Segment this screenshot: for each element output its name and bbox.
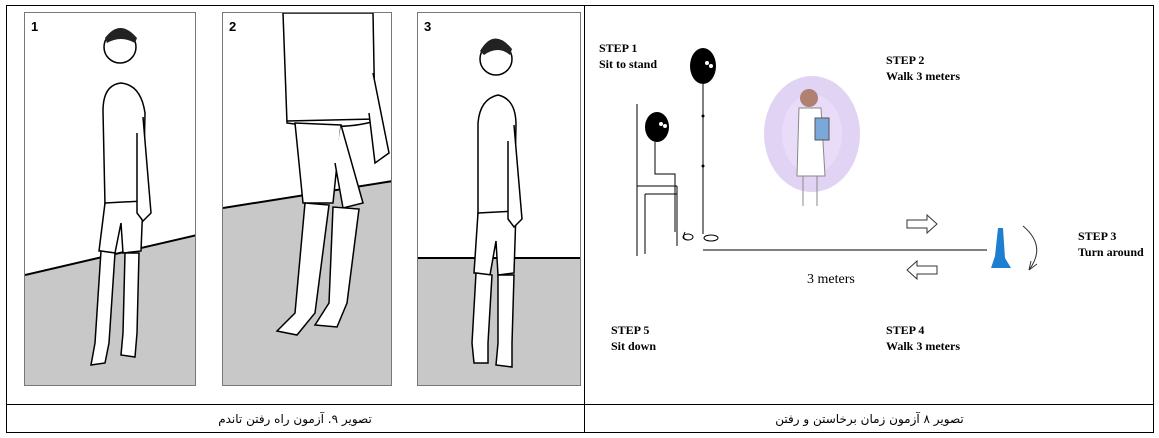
step-2-label: STEP 2 Walk 3 meters (886, 52, 960, 84)
cone-icon (991, 228, 1011, 268)
step-1-label: STEP 1 Sit to stand (599, 40, 657, 72)
tandem-figure-standing-front-icon (418, 13, 581, 386)
timed-up-and-go-diagram: STEP 1 Sit to stand STEP 2 Walk 3 meters… (585, 6, 1153, 403)
caption-timed-up-and-go: تصویر ۸ آزمون زمان برخاستن و رفتن (585, 405, 1154, 433)
tandem-panel-number: 1 (31, 19, 38, 34)
turn-around-arrow-icon (1023, 226, 1037, 270)
standing-person-icon (690, 48, 718, 241)
clinician-icon (764, 76, 860, 206)
forward-arrow-icon (907, 215, 937, 233)
tug-illustration (585, 6, 1153, 403)
distance-label: 3 meters (807, 272, 855, 288)
tandem-panel-number: 2 (229, 19, 236, 34)
tandem-figure-standing-side-icon (25, 13, 196, 386)
tandem-panel-1: 1 (24, 12, 196, 386)
tandem-panel-3: 3 (417, 12, 581, 386)
tandem-feet-closeup-icon (223, 13, 392, 386)
caption-tandem-walk: تصویر ۹. آزمون راه رفتن تاندم (6, 405, 584, 433)
step-3-label: STEP 3 Turn around (1078, 228, 1144, 260)
step-5-label: STEP 5 Sit down (611, 322, 656, 354)
tandem-panel-number: 3 (424, 19, 431, 34)
return-arrow-icon (907, 261, 937, 279)
step-4-label: STEP 4 Walk 3 meters (886, 322, 960, 354)
seated-person-icon (645, 112, 693, 240)
tandem-panel-2: 2 (222, 12, 392, 386)
